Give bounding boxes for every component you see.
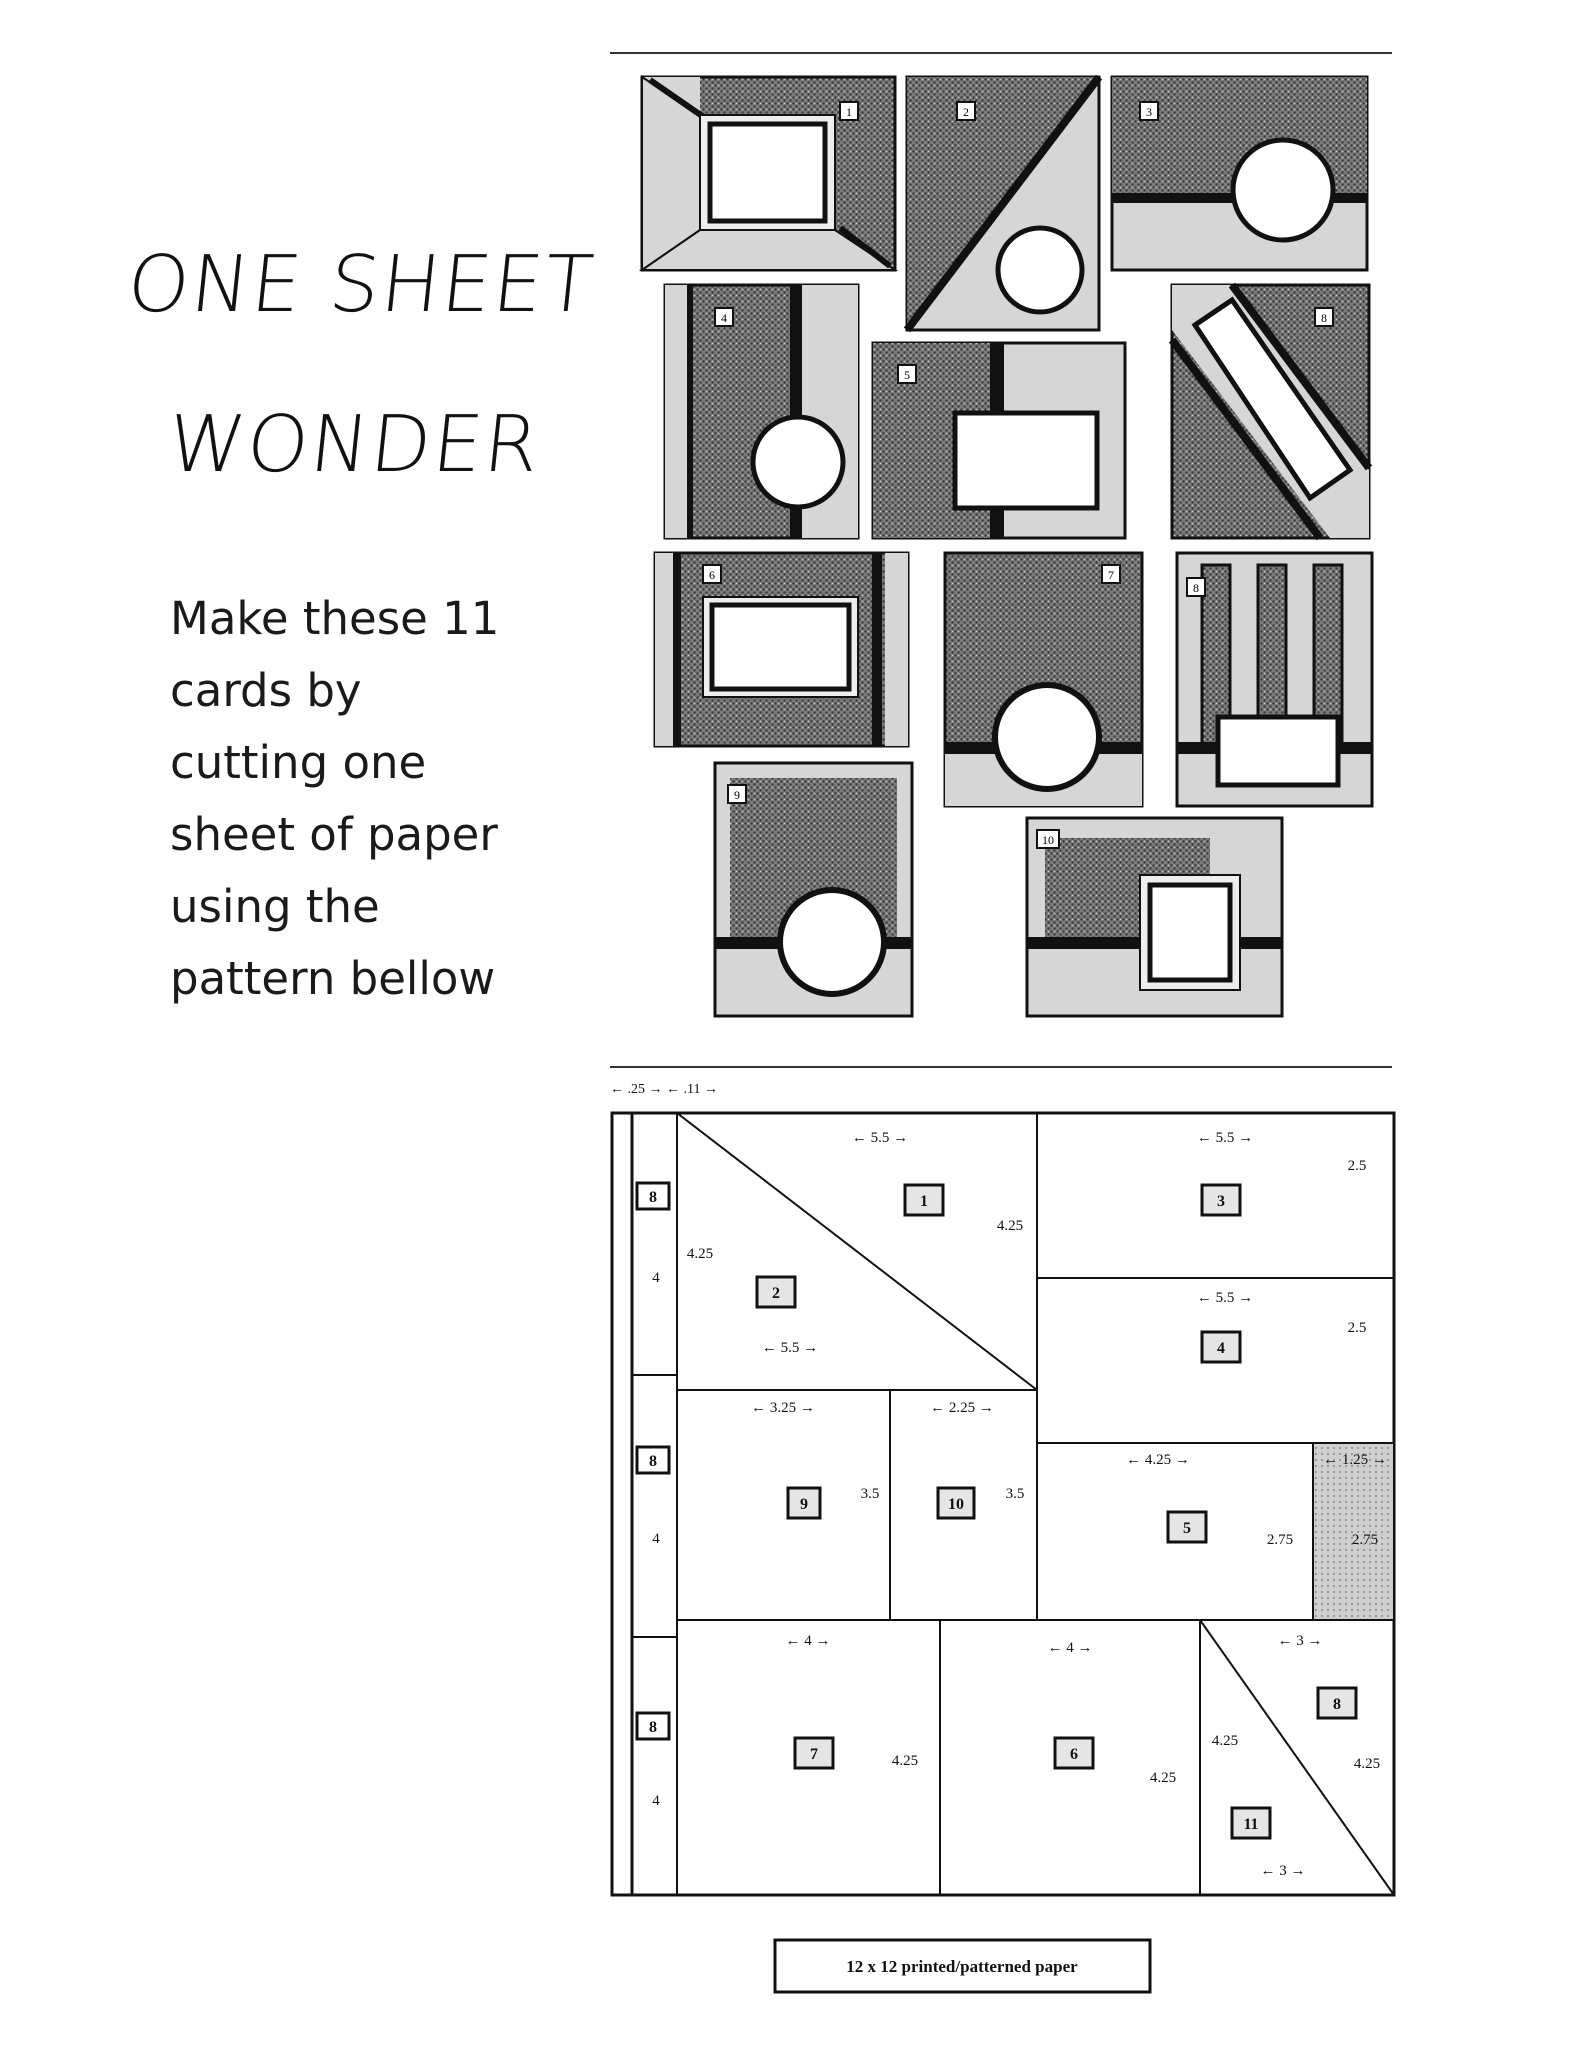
card-number: 9 [734, 788, 740, 802]
dimension-label: 4.25 [1354, 1756, 1380, 1772]
card-number: 3 [1146, 105, 1152, 119]
card-number: 6 [709, 568, 715, 582]
description-line: using the [170, 880, 380, 933]
card-2: 2 [903, 74, 1103, 333]
dimension-label: 4.25 [1212, 1733, 1238, 1749]
dimension-label: 3.5 [861, 1486, 880, 1502]
dimension-label: ← 3 → [1261, 1863, 1306, 1879]
card-number: 8 [1193, 581, 1199, 595]
piece-number: 4 [1217, 1340, 1225, 1357]
card-number: 1 [846, 105, 852, 119]
piece-number: 5 [1183, 1520, 1191, 1537]
dimension-label: 4.25 [997, 1218, 1023, 1234]
piece-number: 1 [920, 1193, 928, 1210]
card-1: 1 [638, 75, 899, 272]
piece-number: 8 [649, 1719, 657, 1736]
piece-number: 11 [1243, 1816, 1258, 1833]
dimension-label: ← 4.25 → [1126, 1452, 1190, 1468]
card-3: 3 [1110, 75, 1369, 272]
dimension-label: ← 3 → [1278, 1633, 1323, 1649]
dimension-label: 4 [652, 1531, 660, 1547]
card-4: 4 [663, 283, 860, 540]
piece-number: 6 [1070, 1746, 1078, 1763]
cutting-pattern: ← .25 → ← .11 → [610, 1082, 1396, 1897]
dimension-label: 2.75 [1352, 1532, 1378, 1548]
divider-top [610, 52, 1392, 54]
description-line: Make these 11 [170, 592, 500, 645]
dimension-label: 4 [652, 1793, 660, 1809]
piece-number: 2 [772, 1285, 780, 1302]
card-7: 7 [943, 551, 1144, 808]
dimension-label: ← 4 → [1048, 1640, 1093, 1656]
card-5: 5 [871, 341, 1127, 540]
piece-number: 8 [1333, 1696, 1341, 1713]
description-line: cards by [170, 664, 362, 717]
dimension-label: ← .25 → ← .11 → [610, 1082, 718, 1097]
pattern-piece-numbers: 1 2 3 4 5 9 10 7 6 8 11 8 8 8 [635, 1181, 1358, 1840]
description-line: sheet of paper [170, 808, 498, 861]
description-line: cutting one [170, 736, 427, 789]
card-number: 5 [904, 368, 910, 382]
card-number: 4 [721, 311, 727, 325]
dimension-label: 4.25 [1150, 1770, 1176, 1786]
piece-number: 10 [948, 1496, 964, 1513]
dimension-label: ← 3.25 → [751, 1400, 815, 1416]
card-6: 6 [653, 551, 910, 748]
dimension-label: 2.5 [1348, 1158, 1367, 1174]
dimension-label: 2.75 [1267, 1532, 1293, 1548]
card-8: 8 [1175, 551, 1374, 808]
card-diagonal-8: 8 [1168, 282, 1373, 541]
divider-middle [610, 1066, 1392, 1068]
dimension-label: 3.5 [1006, 1486, 1025, 1502]
caption-box: 12 x 12 printed/patterned paper [773, 1938, 1152, 1994]
dimension-label: ← 5.5 → [852, 1130, 908, 1146]
card-10: 10 [1025, 816, 1284, 1018]
card-number: 7 [1108, 568, 1114, 582]
card-number: 10 [1042, 833, 1054, 847]
piece-number: 9 [800, 1496, 808, 1513]
card-9: 9 [713, 761, 914, 1018]
dimension-label: ← 5.5 → [1197, 1130, 1253, 1146]
dimension-label: ← 4 → [786, 1633, 831, 1649]
card-number: 2 [963, 105, 969, 119]
dimension-label: 2.5 [1348, 1320, 1367, 1336]
dimension-label: 4.25 [687, 1246, 713, 1262]
dimension-label: ← 5.5 → [762, 1340, 818, 1356]
dimension-label: 4.25 [892, 1753, 918, 1769]
dimension-label: ← 5.5 → [1197, 1290, 1253, 1306]
piece-number: 3 [1217, 1193, 1225, 1210]
dimension-label: ← 2.25 → [930, 1400, 994, 1416]
caption: 12 x 12 printed/patterned paper [846, 1957, 1078, 1976]
piece-number: 7 [810, 1746, 818, 1763]
dimension-label: ← 1.25 → [1323, 1452, 1387, 1468]
dimension-label: 4 [652, 1270, 660, 1286]
piece-number: 8 [649, 1453, 657, 1470]
card-number: 8 [1321, 311, 1327, 325]
pattern-labels: ← 5.5 → ← 5.5 → ← 5.5 → ← 5.5 → 4.25 4.2… [652, 1130, 1387, 1879]
piece-number: 8 [649, 1189, 657, 1206]
description-line: pattern bellow [170, 952, 496, 1005]
